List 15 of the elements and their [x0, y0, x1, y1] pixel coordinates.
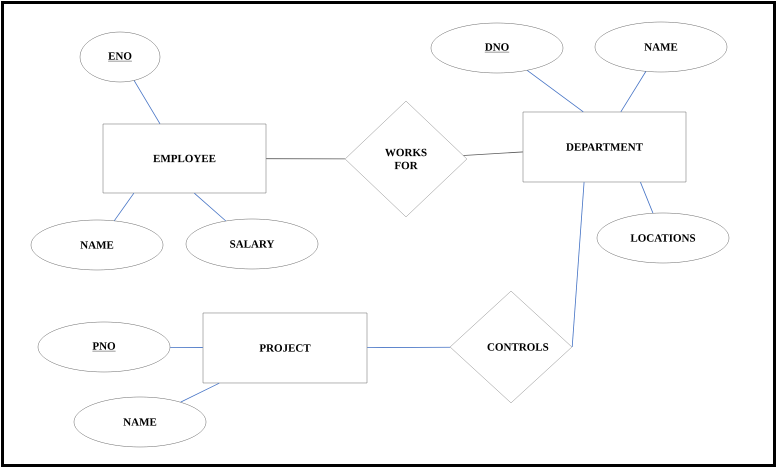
connector-line	[463, 152, 524, 156]
connector-line	[114, 192, 134, 222]
entity-box: EMPLOYEE	[102, 124, 266, 194]
connector-line	[180, 382, 220, 402]
connector-line	[640, 182, 654, 214]
connector-line	[572, 182, 584, 348]
entity-box: PROJECT	[202, 312, 368, 384]
connector-line	[366, 346, 450, 348]
connector-line	[170, 346, 204, 348]
connector-line	[620, 71, 646, 112]
connector-line	[134, 80, 160, 124]
connector-line	[266, 158, 346, 160]
connector-line	[194, 192, 226, 222]
entity-box: DEPARTMENT	[522, 112, 686, 182]
connector-line	[526, 70, 584, 112]
